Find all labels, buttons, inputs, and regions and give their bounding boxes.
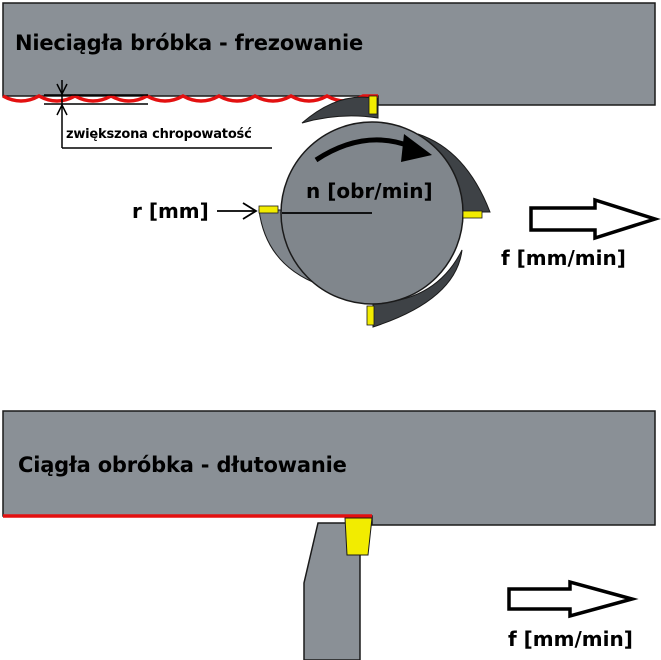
roughness-dimension	[44, 80, 272, 149]
radius-arrow	[217, 202, 258, 220]
cutter-flute-bottom	[372, 249, 463, 328]
planing-title: Ciągła obróbka - dłutowanie	[18, 453, 347, 477]
feed-label-milling: f [mm/min]	[501, 246, 626, 270]
planing-insert	[344, 517, 373, 556]
roughness-label: zwiększona chropowatość	[66, 127, 252, 142]
planing-tool	[303, 517, 373, 660]
feed-arrow-planing	[507, 579, 639, 619]
milling-rough-surface	[2, 93, 378, 103]
cutting-insert-bottom	[366, 305, 375, 326]
feed-label-planing: f [mm/min]	[508, 627, 633, 651]
cutting-insert-right	[462, 210, 483, 219]
speed-label: n [obr/min]	[306, 179, 433, 203]
cutter-flute-top	[301, 96, 379, 124]
cutting-insert-left	[258, 205, 279, 214]
rotation-arrow	[314, 134, 432, 163]
cutting-insert-top	[368, 95, 378, 115]
radius-label: r [mm]	[132, 199, 209, 223]
milling-cutter	[258, 95, 491, 328]
feed-arrow-milling	[529, 197, 661, 241]
milling-title: Nieciągła bróbka - frezowanie	[15, 31, 364, 55]
